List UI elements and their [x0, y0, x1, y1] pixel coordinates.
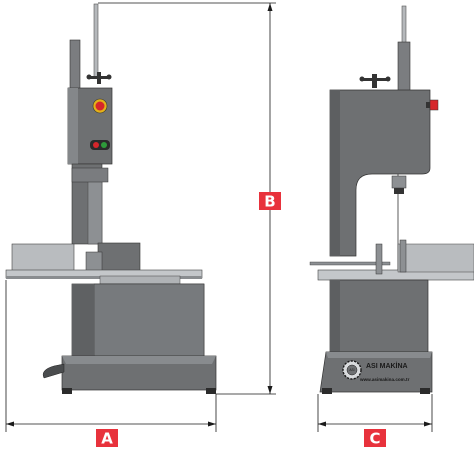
brand-name: ASI MAKİNA — [366, 362, 408, 370]
saw-frame — [329, 89, 431, 257]
dimension-label-c: C — [369, 430, 380, 448]
start-stop-buttons — [90, 140, 110, 150]
seal-text: ASİ — [349, 367, 354, 372]
front-blade-guide — [391, 175, 407, 189]
emergency-stop-button — [92, 98, 108, 114]
dimension-label-b: B — [264, 193, 275, 211]
dimension-label-a: A — [101, 430, 113, 448]
foot-pedal — [42, 363, 65, 379]
front-guide-rod — [401, 5, 407, 47]
brand-logo: ASİ ASI MAKİNA www.asimakina.com.tr — [342, 360, 410, 382]
front-view-machine: ASİ ASI MAKİNA www.asimakina.com.tr — [309, 5, 474, 394]
dimension-arrowheads — [6, 3, 432, 427]
dimension-tag-b: B — [259, 192, 281, 211]
side-view-machine — [5, 3, 217, 394]
dimension-tag-a: A — [96, 429, 118, 448]
meat-pusher — [97, 242, 141, 272]
front-emergency-stop-button — [426, 99, 439, 111]
tension-knob-icon — [86, 72, 112, 84]
front-tension-knob-icon — [359, 74, 391, 88]
front-lower-cabinet — [329, 279, 429, 353]
back-post — [69, 39, 81, 93]
guide-rod — [93, 3, 99, 79]
brand-url: www.asimakina.com.tr — [359, 377, 410, 382]
sliding-table — [11, 243, 75, 273]
dimension-tag-c: C — [364, 429, 386, 448]
